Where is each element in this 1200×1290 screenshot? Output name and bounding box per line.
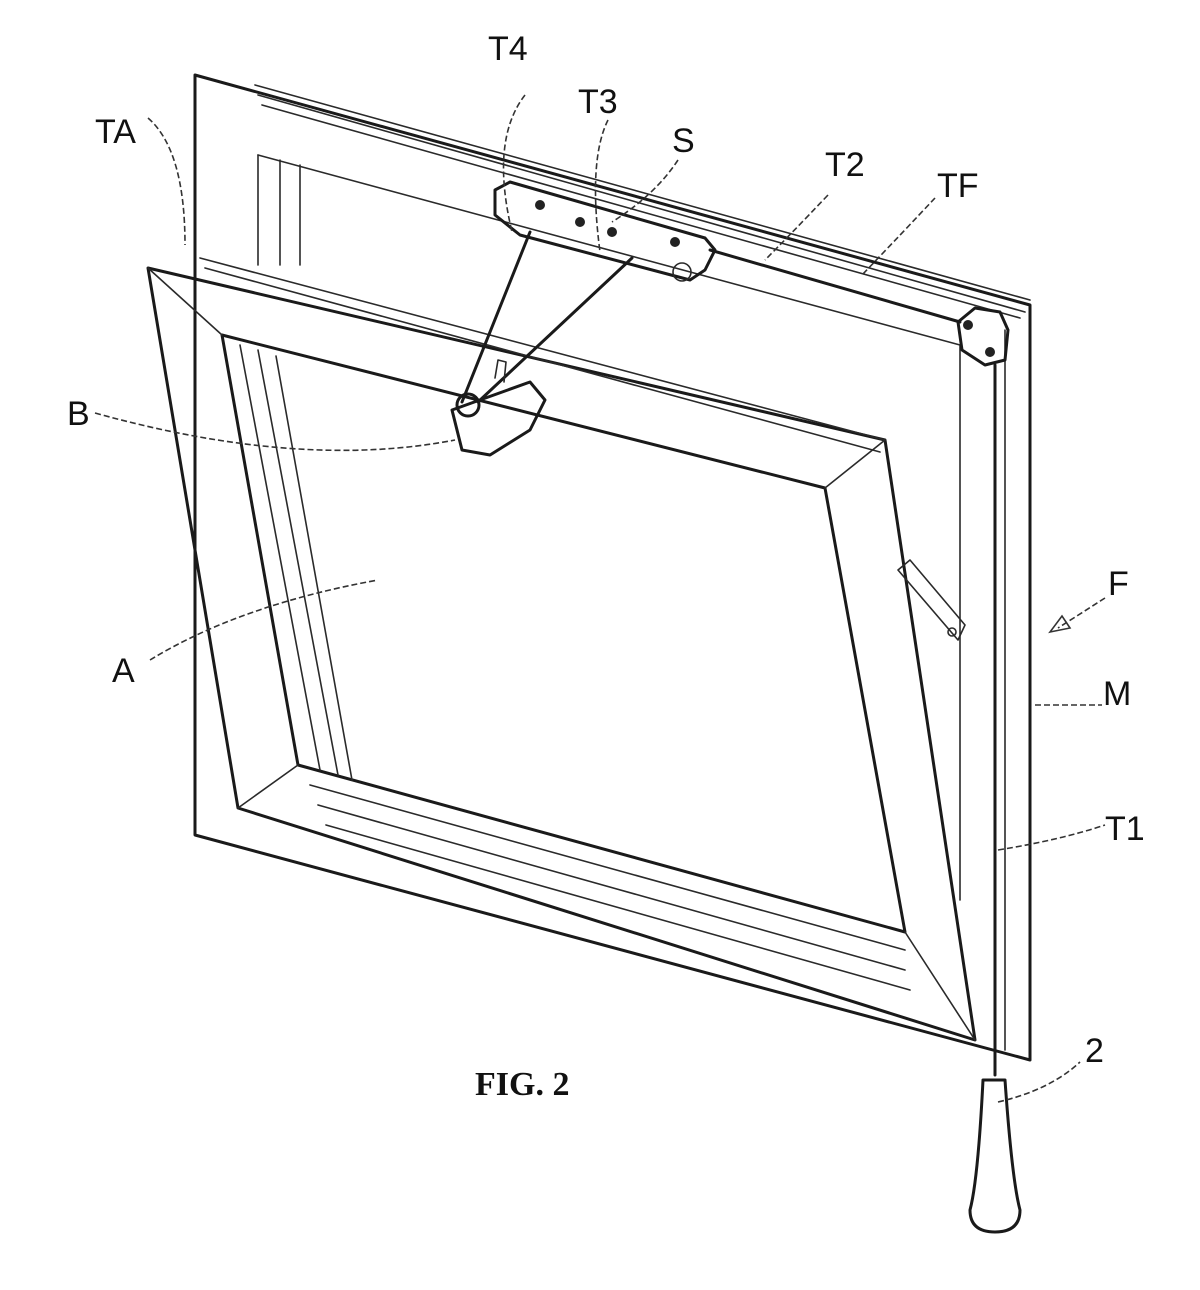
label-tf: TF — [937, 167, 979, 205]
sash-bevel-tl — [147, 267, 223, 336]
label-f: F — [1108, 565, 1129, 603]
stay-arm-body — [897, 559, 966, 641]
bracket-post — [494, 359, 507, 383]
control-box-screw-4 — [670, 237, 680, 247]
leader-a — [149, 579, 379, 661]
pull-handle — [968, 1078, 1022, 1234]
figure-caption: FIG. 2 — [475, 1066, 569, 1103]
reference-labels: TA T4 T3 S T2 TF B F A M T1 2 — [67, 30, 1145, 1070]
sash-top-rail — [199, 257, 886, 441]
control-box-body — [493, 180, 717, 282]
sash-top-rail-2 — [204, 267, 881, 453]
tilted-sash — [146, 257, 977, 1042]
sash-outer — [146, 266, 977, 1042]
label-t1: T1 — [1105, 810, 1145, 848]
control-box-screw-1 — [535, 200, 545, 210]
leader-t4 — [502, 94, 526, 233]
cord-t2 — [708, 248, 962, 324]
sash-left-groove-2 — [257, 349, 339, 776]
sash-bottom-groove-2 — [317, 804, 906, 971]
leader-t2 — [764, 194, 829, 261]
label-t4: T4 — [488, 30, 528, 68]
sash-bevel-br — [904, 931, 976, 1041]
cord-t4 — [460, 230, 532, 404]
control-box — [493, 180, 717, 282]
arrow-f-head — [1048, 614, 1072, 634]
stay-arm-pivot — [947, 627, 957, 637]
leader-b — [94, 412, 456, 452]
fixed-frame-outline — [193, 73, 1032, 1062]
sash-left-groove-1 — [239, 344, 321, 771]
label-b: B — [67, 395, 90, 433]
fixed-frame-track-top-2 — [261, 104, 1021, 319]
leader-s — [611, 159, 679, 223]
leader-t3 — [594, 119, 609, 253]
fixed-frame-track-top-1 — [257, 94, 1026, 313]
sash-bevel-tr — [824, 439, 886, 489]
label-t2: T2 — [825, 146, 865, 184]
leader-2 — [997, 1061, 1081, 1103]
leader-lines — [94, 94, 1106, 1103]
fixed-frame-opening — [257, 154, 961, 901]
corner-screw-1 — [963, 320, 973, 330]
sash-left-groove-3 — [275, 355, 353, 781]
bracket-pin — [455, 392, 481, 418]
label-s: S — [672, 122, 695, 160]
label-2: 2 — [1085, 1032, 1104, 1070]
corner-screw-2 — [985, 347, 995, 357]
label-m: M — [1103, 675, 1131, 713]
fixed-frame-inner-edge — [254, 84, 1031, 301]
leader-ta — [147, 117, 186, 246]
leader-tf — [861, 197, 936, 276]
side-stay-arm — [897, 559, 966, 641]
sash-inner — [220, 333, 907, 934]
sash-bevel-bl — [237, 764, 299, 809]
cord-t3 — [476, 256, 634, 404]
control-box-screw-2 — [575, 217, 585, 227]
leader-t1 — [997, 824, 1106, 851]
label-ta: TA — [95, 113, 136, 151]
control-box-pulley — [672, 262, 692, 282]
corner-pulley — [956, 306, 1010, 367]
control-box-screw-3 — [607, 227, 617, 237]
leader-f — [1057, 597, 1106, 629]
pull-cord-assembly — [708, 248, 1022, 1234]
bracket-body — [450, 380, 547, 457]
sash-bottom-groove-1 — [309, 784, 906, 951]
label-t3: T3 — [578, 83, 618, 121]
sash-bottom-groove-3 — [325, 824, 911, 991]
label-a: A — [112, 652, 135, 690]
bracket-b — [450, 359, 547, 457]
